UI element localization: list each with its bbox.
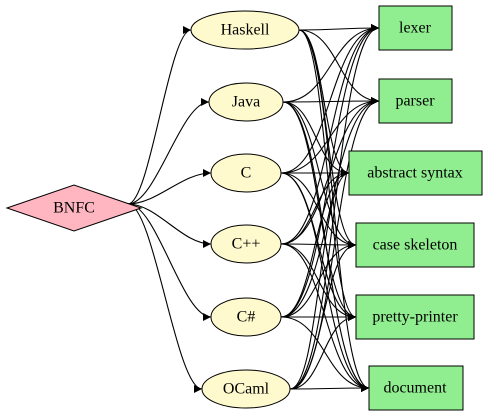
edge-ocaml-to-skeleton [289, 241, 357, 390]
cpp-label: C++ [232, 236, 261, 253]
bnfc-label: BNFC [53, 200, 95, 217]
edges-layer [127, 24, 380, 393]
output-node-parser: parser [378, 78, 453, 124]
edge-ocaml-to-printer [289, 313, 357, 390]
pretty-printer-box [355, 294, 475, 340]
output-node-abstract-syntax: abstract syntax [348, 150, 483, 196]
edge-cpp-to-lexer [280, 24, 380, 245]
edge-java-to-parser [282, 97, 380, 106]
csharp-ellipse [210, 297, 282, 337]
haskell-ellipse [190, 10, 300, 50]
output-node-pretty-printer: pretty-printer [355, 294, 475, 340]
language-node-cpp: C++ [210, 224, 282, 264]
edge-java-to-lexer [282, 24, 380, 103]
edge-bnfc-to-java [127, 98, 210, 205]
c-label: C [241, 165, 252, 182]
ocaml-ellipse [201, 369, 291, 409]
parser-label: parser [395, 93, 435, 110]
edge-bnfc-to-c [127, 169, 212, 205]
haskell-label: Haskell [221, 22, 270, 39]
edge-ocaml-to-abstract [289, 169, 350, 390]
edge-ocaml-to-document [289, 384, 370, 393]
document-label: document [383, 380, 447, 397]
edge-cpp-to-skeleton [280, 240, 357, 249]
cpp-ellipse [210, 224, 282, 264]
edge-c-to-lexer [280, 24, 380, 174]
ocaml-label: OCaml [223, 381, 270, 398]
edge-bnfc-to-ocaml [127, 203, 203, 393]
java-ellipse [208, 82, 284, 122]
language-node-ocaml: OCaml [201, 369, 291, 409]
source-node-bnfc: BNFC [5, 184, 143, 232]
edge-bnfc-to-haskell [127, 26, 192, 205]
edge-c-to-skeleton [280, 172, 357, 249]
lexer-box [378, 5, 453, 51]
pretty-printer-label: pretty-printer [372, 309, 458, 326]
csharp-label: C# [237, 309, 256, 326]
document-box [368, 365, 464, 411]
case-skeleton-label: case skeleton [373, 237, 458, 254]
abstract-syntax-label: abstract syntax [367, 165, 463, 182]
edge-bnfc-to-cpp [127, 203, 212, 248]
c-ellipse [210, 153, 282, 193]
java-label: Java [232, 94, 260, 111]
case-skeleton-box [355, 222, 475, 268]
edge-csharp-to-document [280, 316, 370, 392]
edge-cpp-to-document [280, 243, 370, 392]
edge-bnfc-to-csharp [127, 203, 212, 321]
language-node-c: C [210, 153, 282, 193]
edge-haskell-to-parser [298, 29, 380, 105]
language-node-java: Java [208, 82, 284, 122]
abstract-syntax-box [348, 150, 483, 196]
output-node-document: document [368, 365, 464, 411]
lexer-label: lexer [399, 20, 432, 37]
language-node-haskell: Haskell [190, 10, 300, 50]
output-node-lexer: lexer [378, 5, 453, 51]
edge-haskell-to-skeleton [298, 29, 357, 249]
language-node-csharp: C# [210, 297, 282, 337]
edge-ocaml-to-lexer [289, 24, 380, 390]
output-node-case-skeleton: case skeleton [355, 222, 475, 268]
edge-csharp-to-skeleton [280, 241, 357, 318]
edge-haskell-to-lexer [298, 24, 380, 33]
bnfc-diamond [5, 184, 143, 232]
parser-box [378, 78, 453, 124]
edge-csharp-to-parser [280, 97, 380, 318]
